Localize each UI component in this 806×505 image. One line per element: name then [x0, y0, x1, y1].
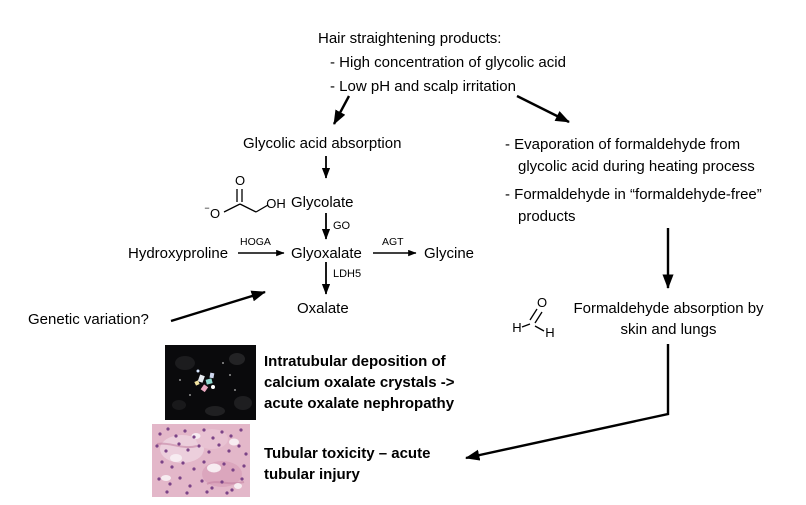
toxicity-outcome-text: Tubular toxicity – acute tubular injury	[264, 445, 431, 483]
oxalate-label: Oxalate	[297, 300, 349, 317]
agt-enzyme-label: AGT	[382, 236, 404, 248]
arrow-genetic-variation	[170, 290, 266, 323]
histology-image	[152, 424, 250, 497]
glycolic-acid-absorption-label: Glycolic acid absorption	[243, 135, 402, 152]
arrow-formaldehyde-to-tubular-toxicity	[465, 344, 670, 461]
arrow-products-to-formaldehyde-branch	[516, 94, 570, 124]
glycolate-structure-icon: O O − OH	[204, 173, 286, 221]
arrow-products-to-glycolic-branch	[332, 95, 351, 125]
top-block: Hair straightening products: - High conc…	[318, 27, 566, 99]
ldh5-enzyme-label: LDH5	[333, 268, 362, 280]
glyoxalate-label: Glyoxalate	[291, 245, 362, 262]
glycolate-charge: −	[204, 203, 209, 213]
glycolate-o-minus: O	[210, 206, 220, 221]
oxalate-outcome-text: Intratubular deposition of calcium oxala…	[264, 353, 455, 412]
formaldehyde-free-bullet: - Formaldehyde in “formaldehyde-free” pr…	[505, 186, 762, 225]
formaldehyde-o: O	[537, 295, 547, 310]
bullet-glycolic-acid: - High concentration of glycolic acid	[330, 54, 566, 71]
hoga-enzyme-label: HOGA	[240, 236, 271, 248]
go-enzyme-label: GO	[333, 220, 351, 232]
glycine-label: Glycine	[424, 245, 475, 262]
formaldehyde-h-right: H	[545, 325, 554, 340]
formaldehyde-structure-icon: O H H	[512, 295, 554, 340]
formaldehyde-h-left: H	[512, 320, 521, 335]
hydroxyproline-label: Hydroxyproline	[128, 245, 229, 262]
glycolate-label: Glycolate	[291, 194, 354, 211]
genetic-variation-label: Genetic variation?	[28, 311, 149, 328]
glycolate-o-top: O	[235, 173, 245, 188]
formaldehyde-absorption-label: Formaldehyde absorption by skin and lung…	[573, 300, 764, 338]
evaporation-bullet: - Evaporation of formaldehyde from glyco…	[505, 136, 755, 175]
hair-products-title: Hair straightening products:	[318, 30, 502, 47]
bullet-low-ph: - Low pH and scalp irritation	[330, 78, 516, 95]
glycolate-oh: OH	[266, 196, 286, 211]
crystal-micrograph-image	[165, 345, 256, 420]
